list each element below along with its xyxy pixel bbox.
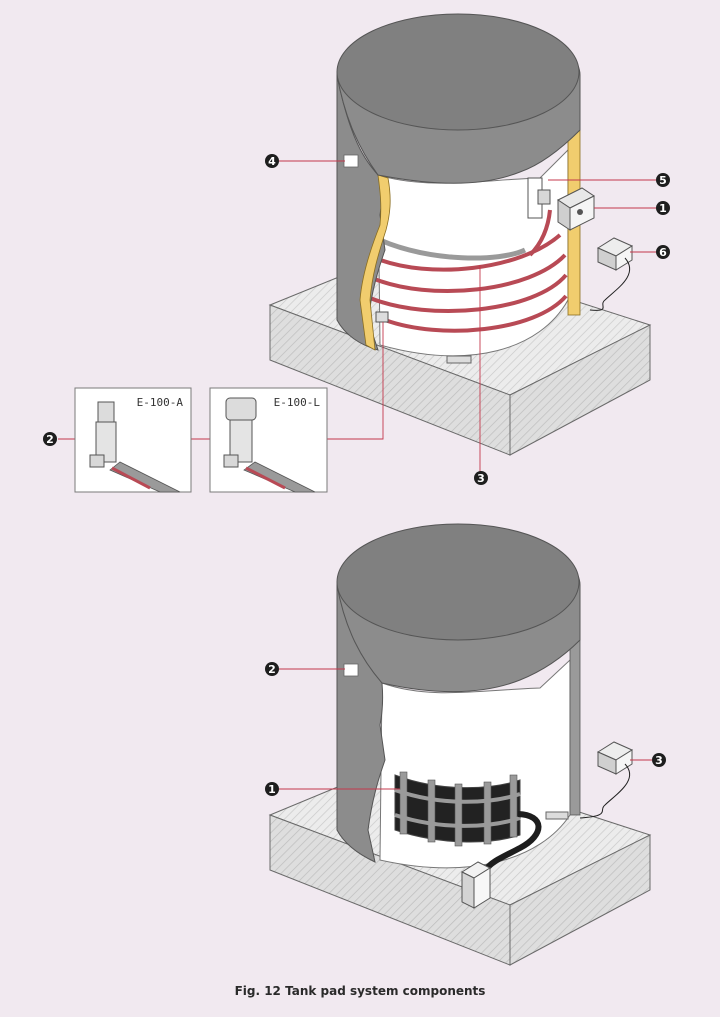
callout-bottom-1: 1 <box>265 782 279 796</box>
end-seal <box>375 311 389 323</box>
callout-6: 6 <box>656 245 670 259</box>
bottom-callout-lines <box>279 668 652 790</box>
support-ring <box>378 237 527 261</box>
svg-text:1: 1 <box>268 783 276 796</box>
callout-bottom-3: 3 <box>652 753 666 767</box>
insulation-left <box>359 174 391 351</box>
callout-4: 4 <box>265 154 279 168</box>
top-callout-lines <box>58 160 656 472</box>
svg-text:6: 6 <box>659 246 667 259</box>
tank-top <box>336 13 580 131</box>
callout-1: 1 <box>656 201 670 215</box>
svg-text:4: 4 <box>268 155 276 168</box>
transformer-bottom <box>579 741 634 819</box>
figure-caption: Fig. 12 Tank pad system components <box>234 984 486 998</box>
tank-label-tag-bottom <box>343 663 359 677</box>
access-plate-bottom <box>545 811 569 820</box>
transformer <box>589 237 634 311</box>
access-plate <box>446 355 472 364</box>
svg-text:E-100-L: E-100-L <box>274 396 321 409</box>
heating-cable <box>369 209 568 333</box>
heating-pad <box>394 771 521 847</box>
svg-text:2: 2 <box>46 433 54 446</box>
svg-text:E-100-A: E-100-A <box>137 396 184 409</box>
tank-top-bottom <box>336 523 580 641</box>
tank-label-tag <box>343 154 359 168</box>
junction-box <box>527 177 551 219</box>
svg-text:1: 1 <box>659 202 667 215</box>
svg-text:3: 3 <box>655 754 663 767</box>
svg-text:2: 2 <box>268 663 276 676</box>
inset-e100a: E-100-A <box>74 387 192 493</box>
svg-text:5: 5 <box>659 174 667 187</box>
callout-3: 3 <box>474 471 488 485</box>
conduit <box>483 811 542 872</box>
control-box <box>557 187 595 231</box>
callout-2: 2 <box>43 432 57 446</box>
tank-shell-right <box>569 639 581 816</box>
top-diagram: 4 5 1 6 2 3 E-100-A <box>43 13 670 493</box>
inset-e100l: E-100-L <box>209 387 328 493</box>
svg-text:3: 3 <box>477 472 485 485</box>
callout-5: 5 <box>656 173 670 187</box>
bottom-diagram: 2 1 3 <box>265 523 666 966</box>
callout-bottom-2: 2 <box>265 662 279 676</box>
base-junction-box <box>460 861 492 909</box>
